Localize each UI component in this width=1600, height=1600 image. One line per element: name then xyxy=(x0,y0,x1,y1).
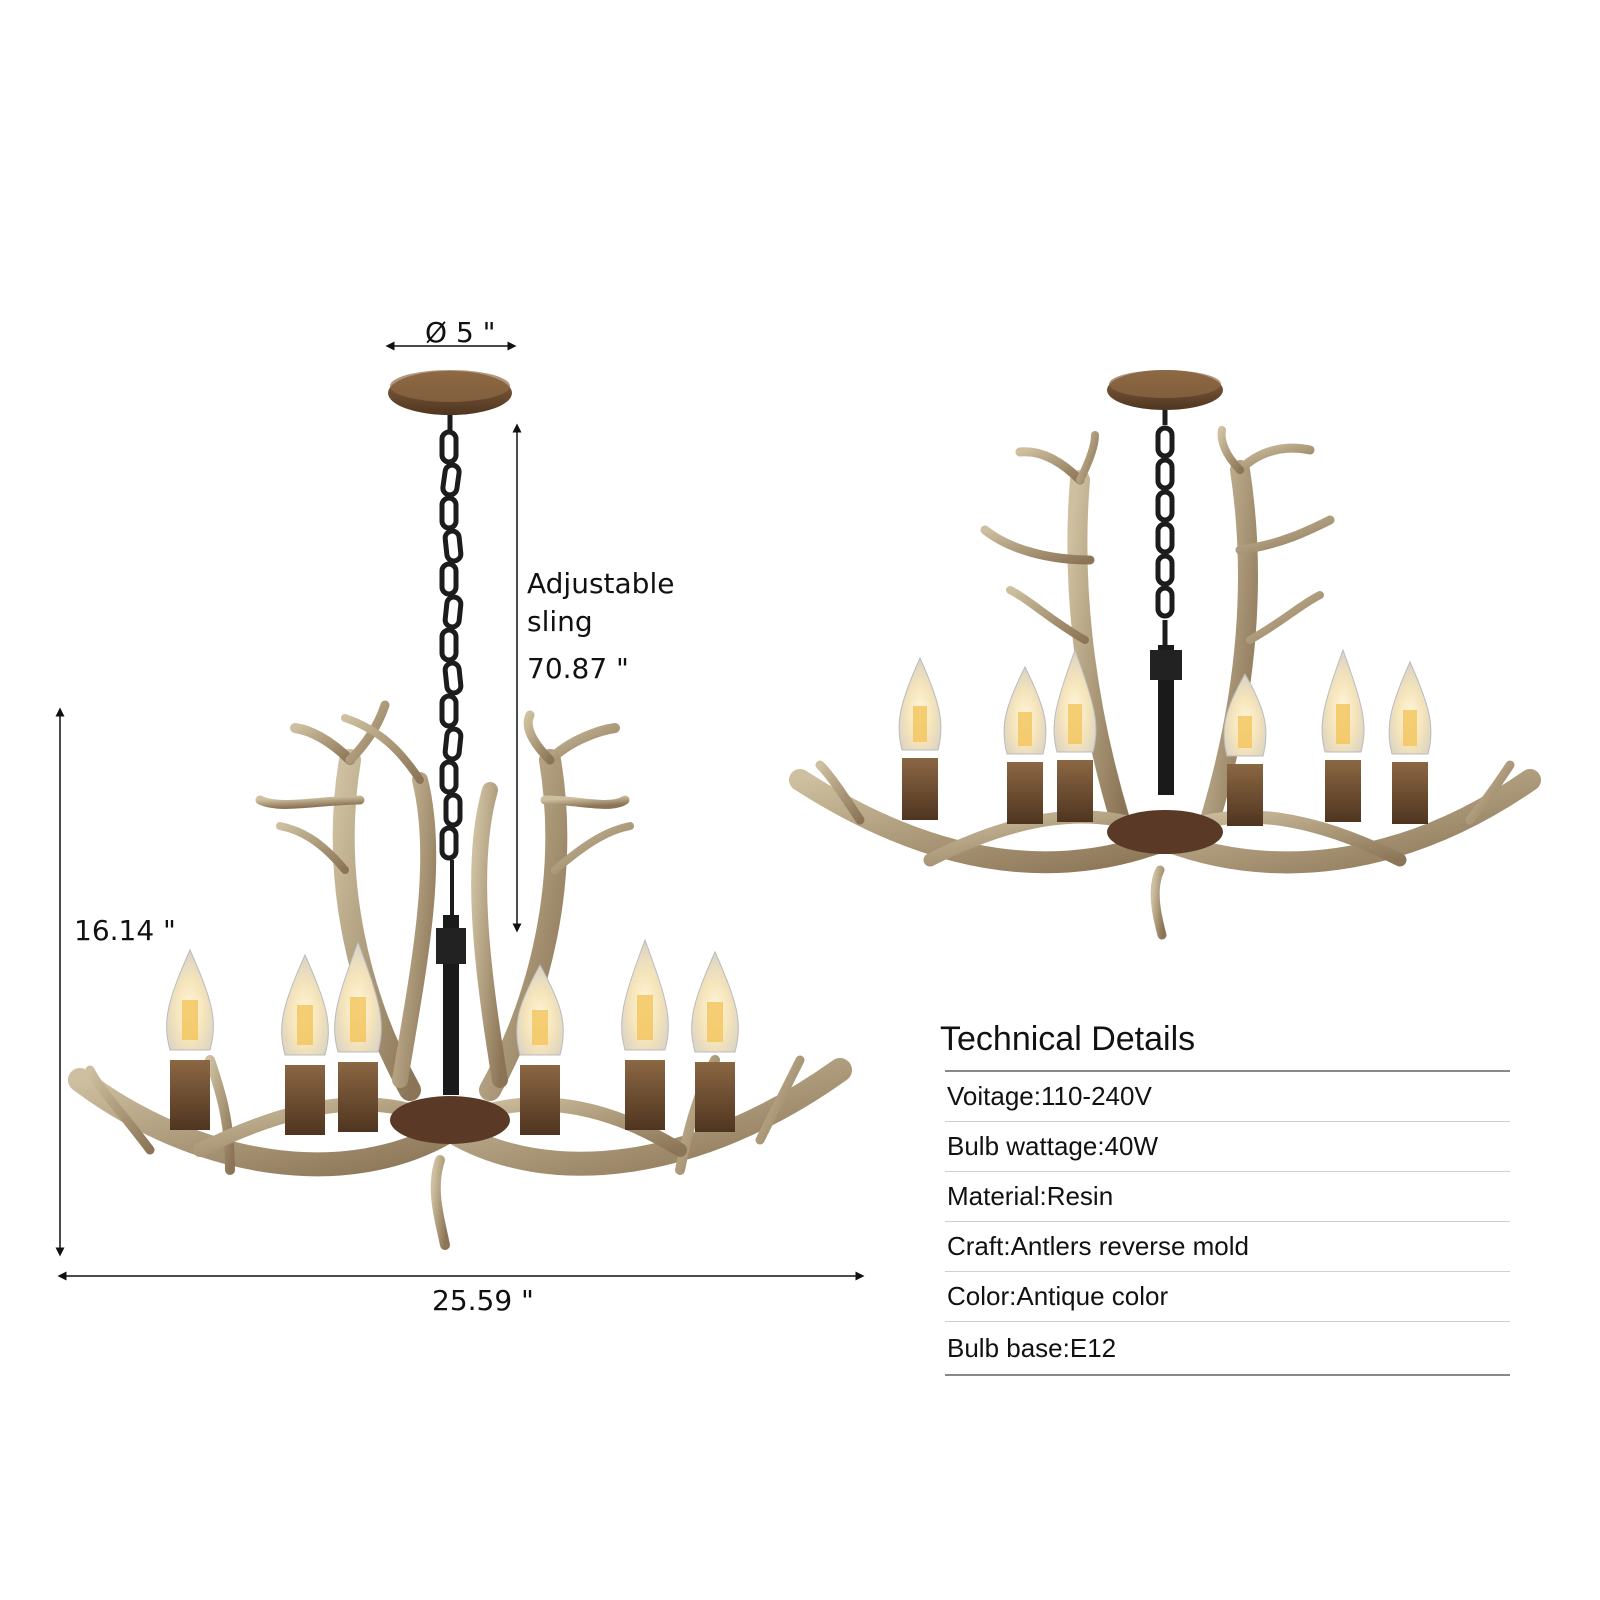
width-label: 25.59 " xyxy=(432,1284,534,1317)
spec-row-wattage: Bulb wattage:40W xyxy=(945,1122,1510,1172)
spec-row-bulb-base: Bulb base:E12 xyxy=(945,1322,1510,1376)
height-label: 16.14 " xyxy=(74,914,176,947)
sling-label-line2: sling xyxy=(527,605,593,638)
bulbs-left xyxy=(166,938,739,1135)
left-chandelier xyxy=(68,370,852,1250)
canopy-diameter-label: Ø 5 " xyxy=(425,316,496,349)
hub xyxy=(390,1096,510,1144)
sling-length-label: 70.87 " xyxy=(527,652,629,685)
spec-row-color: Color:Antique color xyxy=(945,1272,1510,1322)
upper-antlers xyxy=(255,700,634,1101)
technical-details-title: Technical Details xyxy=(940,1020,1196,1058)
sling-label-line1: Adjustable xyxy=(527,567,675,600)
technical-details-table: Voitage:110-240V Bulb wattage:40W Materi… xyxy=(945,1070,1510,1376)
spec-row-material: Material:Resin xyxy=(945,1172,1510,1222)
chain xyxy=(439,415,464,915)
spec-row-craft: Craft:Antlers reverse mold xyxy=(945,1222,1510,1272)
dimension-lines xyxy=(55,341,865,1281)
bulbs-right xyxy=(898,648,1432,826)
right-chandelier xyxy=(789,370,1541,940)
spec-row-voltage: Voitage:110-240V xyxy=(945,1072,1510,1122)
